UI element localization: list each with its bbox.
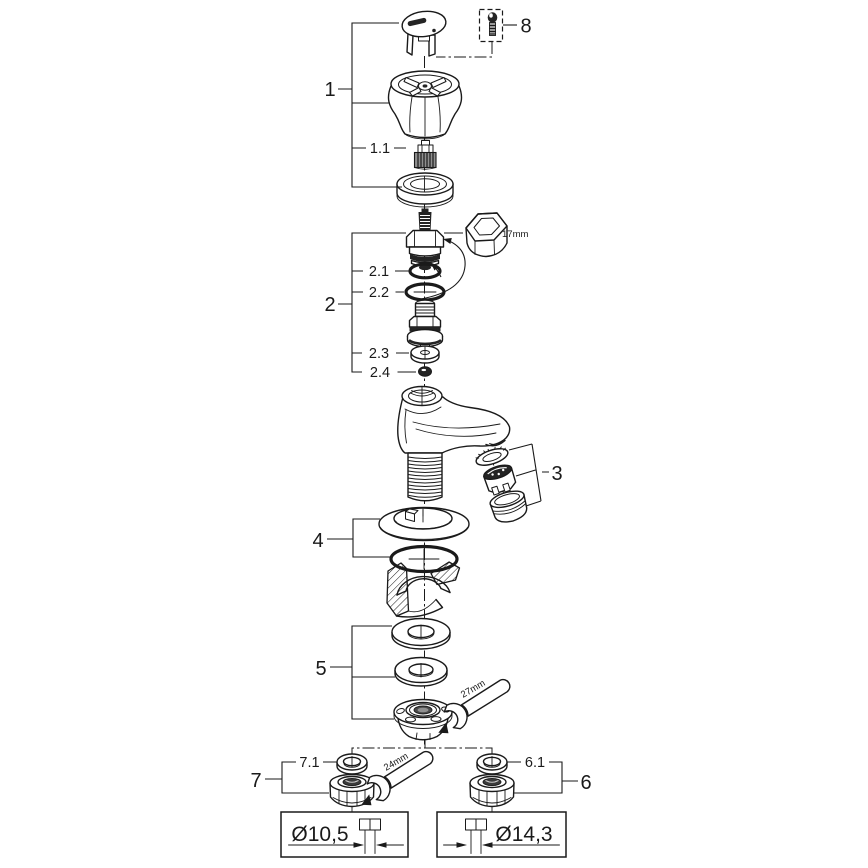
skirt-ring <box>396 172 454 208</box>
o-ring-4 <box>389 544 459 574</box>
mounting-locknut <box>393 698 453 741</box>
dimension-left-text: Ø10,5 <box>291 823 348 846</box>
label-1-1: 1.1 <box>370 141 390 157</box>
dimension-box-right: Ø14,3 <box>436 811 567 858</box>
label-3: 3 <box>551 463 562 485</box>
label-2-1: 2.1 <box>369 264 389 280</box>
dimension-box-left: Ø10,5 <box>280 811 409 858</box>
escutcheon-rosette <box>378 506 470 542</box>
handle-index-cap <box>401 10 447 57</box>
centerline-ticks <box>351 175 493 768</box>
hex-socket-tool-17mm <box>465 212 508 258</box>
label-6-1: 6.1 <box>525 755 545 771</box>
dimension-right-text: Ø14,3 <box>495 823 552 846</box>
adapter-1-1 <box>413 140 437 170</box>
label-6: 6 <box>580 772 591 794</box>
union-nut-7 <box>329 773 375 813</box>
label-7-1: 7.1 <box>299 755 319 771</box>
handle-knob <box>387 70 463 140</box>
label-2-2: 2.2 <box>369 285 389 301</box>
label-7: 7 <box>250 770 261 792</box>
label-1: 1 <box>324 79 335 101</box>
o-ring-2-1 <box>408 262 442 280</box>
aerator-housing <box>489 490 528 523</box>
faucet-body <box>397 385 511 502</box>
label-5: 5 <box>315 658 326 680</box>
headwork-lower <box>406 299 444 350</box>
label-8: 8 <box>520 16 531 38</box>
label-17mm: 17mm <box>502 229 528 240</box>
cartridge <box>405 208 445 271</box>
callouts: 1 1.1 2 2.1 2.2 2.3 2.4 17mm 3 4 5 7 7.1… <box>250 16 591 795</box>
aerator-insert <box>483 464 517 496</box>
label-2-4: 2.4 <box>370 365 390 381</box>
screw-part-8 <box>478 8 504 43</box>
label-2-3: 2.3 <box>369 346 389 362</box>
aerator-washer <box>475 446 509 466</box>
grommet-2-4 <box>418 366 432 377</box>
deck-cross-section <box>386 561 461 618</box>
label-4: 4 <box>312 530 323 552</box>
label-2: 2 <box>324 294 335 316</box>
union-nut-6 <box>469 773 515 813</box>
